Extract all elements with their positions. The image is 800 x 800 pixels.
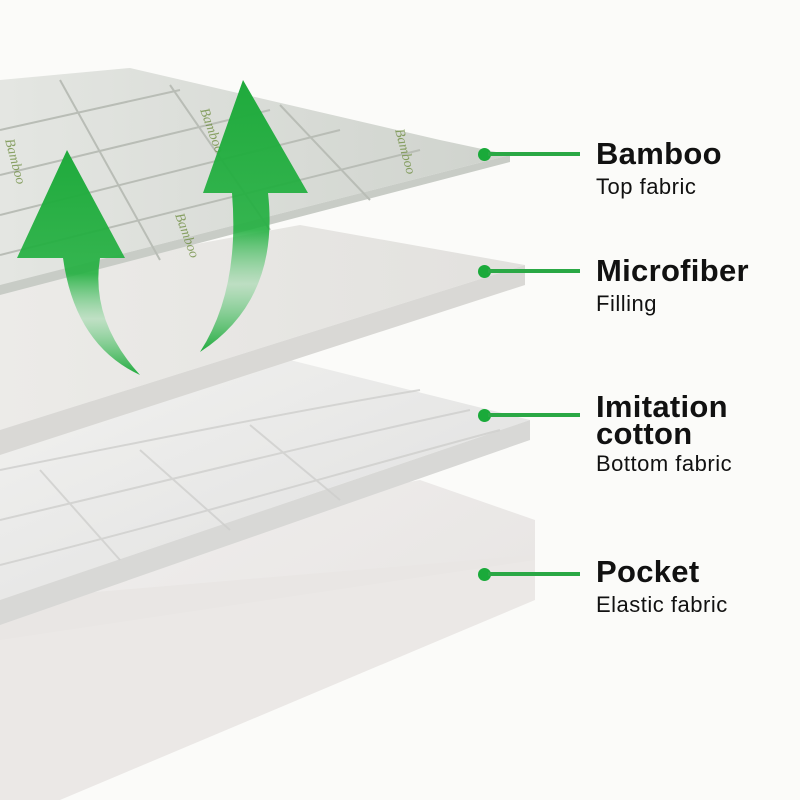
layer-title-line1: Imitation [596,389,728,424]
callout-dot-icon [478,148,491,161]
callout-line [488,572,580,576]
callout-line [488,413,580,417]
layer-subtitle: Bottom fabric [596,451,733,476]
layer-subtitle: Top fabric [596,174,697,199]
layer-title: Microfiber [596,253,749,288]
airflow-arrow-left-icon [17,150,140,375]
imitation-cotton-layer [0,360,530,625]
callout-line [488,152,580,156]
callout-dot-icon [478,409,491,422]
layer-title: Pocket [596,554,700,589]
callout-dot-icon [478,568,491,581]
microfiber-layer [0,225,525,455]
airflow-arrow-right-icon [200,80,308,352]
callout-line [488,269,580,273]
layer-subtitle: Elastic fabric [596,592,728,617]
layer-title: Bamboo [596,136,722,171]
layer-subtitle: Filling [596,291,657,316]
layer-title-line2: cotton [596,416,693,451]
callout-dot-icon [478,265,491,278]
